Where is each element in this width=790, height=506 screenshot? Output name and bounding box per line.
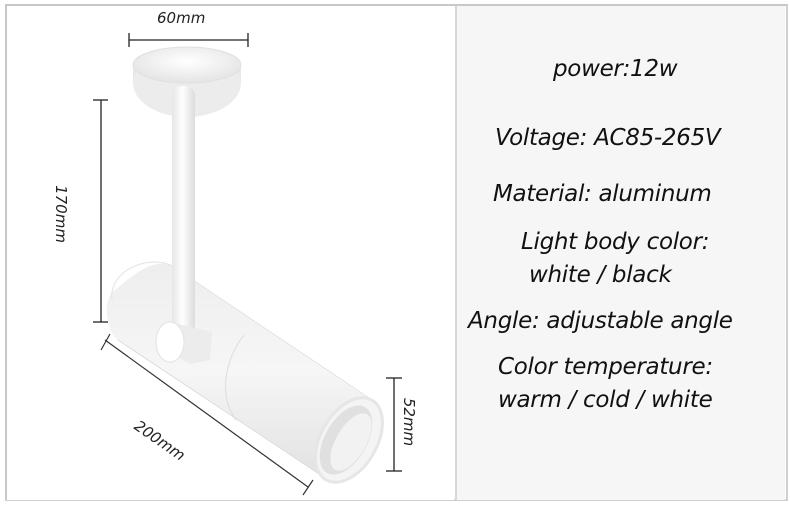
dimension-line-diameter — [386, 377, 402, 472]
stem-rod — [172, 86, 195, 338]
dim-label-diameter: 52mm — [400, 397, 419, 447]
spec-color-temp-label: Color temperature: — [498, 354, 713, 380]
pivot-joint — [155, 321, 212, 364]
spec-material: Material: aluminum — [493, 181, 712, 207]
spec-body-color-label: Light body color: — [521, 229, 710, 255]
specs-panel — [455, 6, 785, 500]
dimension-line-height — [93, 99, 108, 323]
spec-voltage: Voltage: AC85-265V — [495, 125, 721, 151]
image-frame — [5, 4, 788, 501]
spotlight-body — [106, 261, 384, 484]
dimension-line-length — [100, 333, 314, 496]
dim-label-height: 170mm — [51, 185, 70, 243]
spec-power: power:12w — [553, 56, 678, 82]
spec-angle: Angle: adjustable angle — [468, 308, 733, 334]
ceiling-base-plate — [132, 46, 242, 117]
spec-color-temp-value: warm / cold / white — [498, 387, 713, 413]
spec-body-color-value: white / black — [529, 262, 672, 288]
dim-label-width: 60mm — [157, 9, 206, 27]
dimension-line-width — [128, 33, 249, 47]
